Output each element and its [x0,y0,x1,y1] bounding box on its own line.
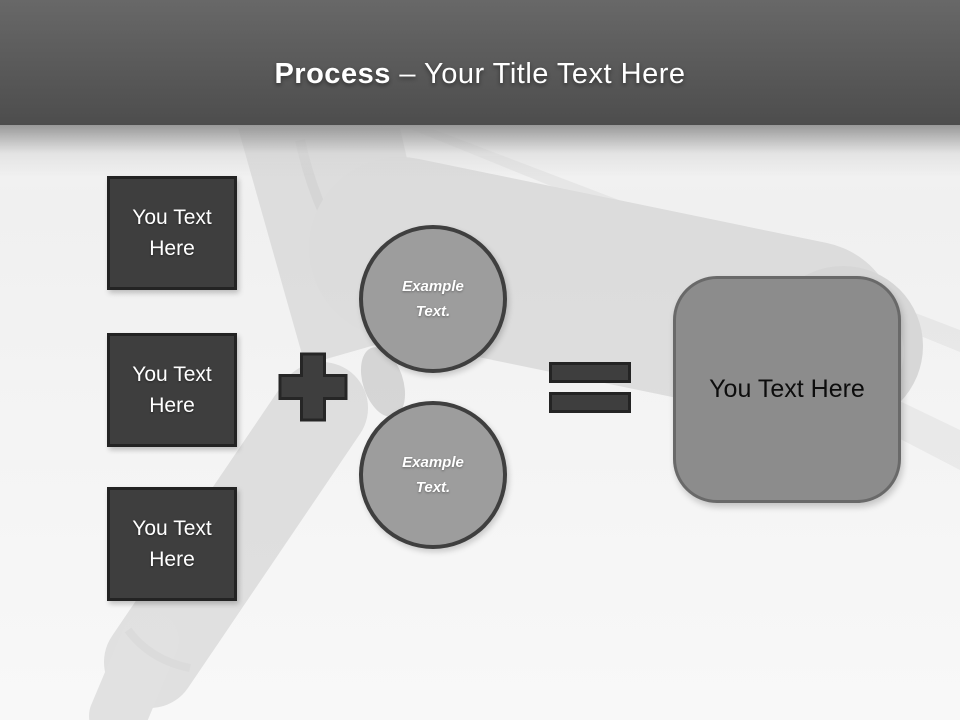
result-box: You Text Here [673,276,901,503]
input-box-1-label: You Text Here [132,205,212,261]
equals-icon [549,362,631,413]
input-box-2: You Text Here [107,333,237,447]
example-circle-1: Example Text. [359,225,507,373]
title-subtitle: – Your Title Text Here [390,58,686,90]
input-box-2-label: You Text Here [132,362,212,418]
header-shadow [0,125,960,177]
title-keyword: Process [274,58,391,90]
equals-bar-top [549,362,631,383]
slide-title: Process – Your Title Text Here [274,58,685,91]
input-box-1: You Text Here [107,176,237,290]
equals-bar-bottom [549,392,631,413]
input-box-3-label: You Text Here [132,516,212,572]
plus-icon [278,352,348,422]
input-box-3: You Text Here [107,487,237,601]
example-circle-2-label: Example Text. [402,453,464,497]
title-bar: Process – Your Title Text Here [0,0,960,125]
result-box-label: You Text Here [709,375,865,403]
example-circle-2: Example Text. [359,401,507,549]
example-circle-1-label: Example Text. [402,277,464,321]
